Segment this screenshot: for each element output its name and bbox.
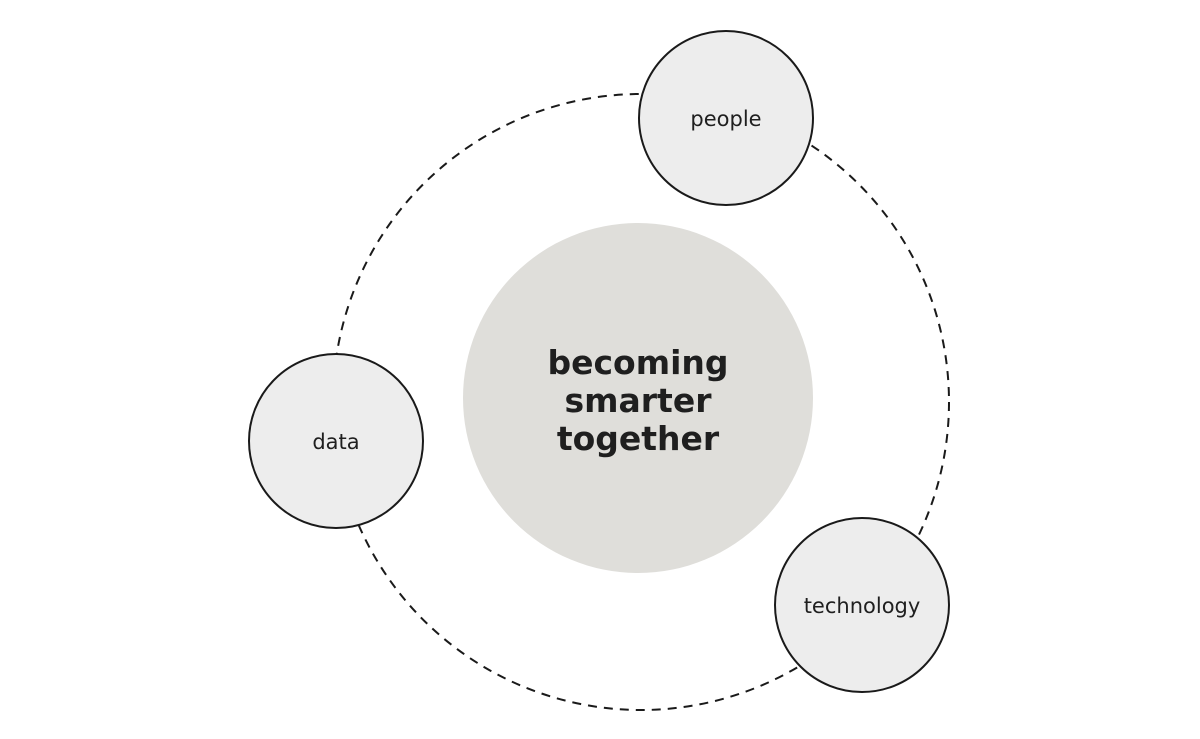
node-technology: technology [774, 517, 950, 693]
node-data-circle [248, 353, 424, 529]
node-technology-circle [774, 517, 950, 693]
core-line-2: smarter [564, 381, 712, 420]
core-circle [463, 223, 813, 573]
node-people-circle [638, 30, 814, 206]
core-line-1: becoming [547, 343, 728, 382]
core-line-3: together [557, 419, 720, 458]
node-technology-label: technology [804, 594, 921, 618]
node-data: data [248, 353, 424, 529]
node-people: people [638, 30, 814, 206]
node-data-label: data [312, 430, 359, 454]
node-people-label: people [690, 107, 761, 131]
